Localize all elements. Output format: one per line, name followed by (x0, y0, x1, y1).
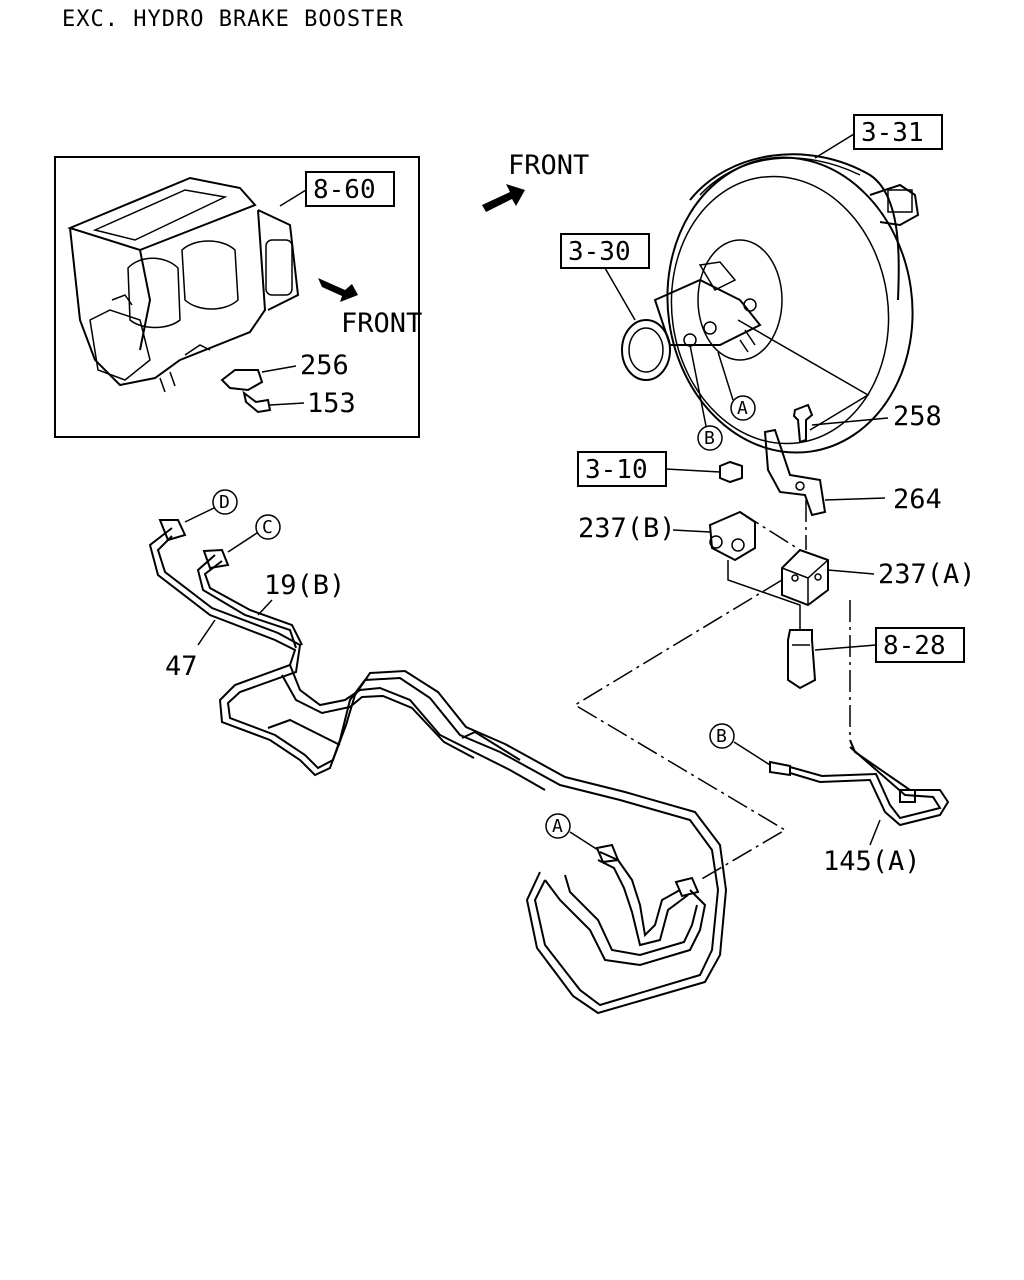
bracket-264-shape (763, 428, 827, 517)
part-145a-label: 145(A) (823, 846, 921, 877)
ref-box-8-28[interactable] (875, 627, 965, 663)
pipe-marker-a (545, 813, 571, 839)
pipe-marker-c-text: C (262, 517, 273, 538)
leader-pipe-c (227, 532, 258, 553)
ref-3-30-text: 3-30 (568, 237, 631, 267)
leader-8-28 (814, 644, 877, 651)
booster-marker-a-text: A (737, 398, 748, 419)
leader-pipe-a (569, 831, 599, 851)
block-port (814, 573, 822, 581)
booster-marker-b (697, 425, 723, 451)
pipe-marker-d-text: D (219, 492, 230, 513)
bolt-258-shape (792, 403, 814, 444)
ref-8-28-text: 8-28 (883, 631, 946, 661)
line-237b-switch (727, 560, 801, 630)
leader-booster-a (717, 351, 734, 401)
leader-258 (811, 417, 889, 426)
inset-frame (54, 156, 420, 438)
pipe-marker-a-text: A (552, 816, 563, 837)
leader-pipe-b (733, 741, 771, 766)
bracket-hole (795, 481, 805, 491)
leader-booster-b (689, 344, 707, 427)
ref-8-60-text: 8-60 (313, 175, 376, 205)
pipe-run-47-19b (148, 519, 728, 1015)
leader-8-60 (279, 189, 307, 207)
leader-256 (261, 365, 297, 373)
part-256-label: 256 (300, 350, 349, 381)
front-arrow-icon (482, 184, 525, 212)
switch-8-28-shape (787, 629, 817, 690)
leader-237b (672, 529, 711, 533)
pipe-marker-d (212, 489, 238, 515)
booster-marker-b-text: B (704, 428, 715, 449)
part-19b-label: 19(B) (264, 570, 345, 601)
brake-booster-drawing (621, 153, 920, 454)
part-237b-label: 237(B) (578, 513, 676, 544)
ref-box-3-30[interactable] (560, 233, 650, 269)
leader-264 (824, 497, 886, 501)
front-arrow-icon-inset (318, 278, 358, 302)
ref-3-31-text: 3-31 (861, 118, 924, 148)
diagram-title: EXC. HYDRO BRAKE BOOSTER (62, 7, 404, 32)
leader-3-10 (665, 468, 721, 473)
leader-3-30 (604, 267, 636, 321)
hvac-unit-drawing (67, 176, 300, 393)
dash-237b-block (739, 511, 801, 551)
leader-19b (257, 599, 273, 616)
ref-3-10-text: 3-10 (585, 455, 648, 485)
ref-box-3-31[interactable] (853, 114, 943, 150)
leader-237a (827, 569, 875, 575)
bolt-153-shape (242, 390, 272, 414)
booster-bracket-link (737, 319, 870, 431)
block-port (791, 574, 799, 582)
leader-145a (869, 819, 881, 846)
leader-153 (269, 402, 305, 406)
fitting-237b-port (709, 535, 723, 549)
pipe-marker-b-text: B (716, 726, 727, 747)
fitting-237b-port (731, 538, 745, 552)
pipe-marker-b (709, 723, 735, 749)
dash-block-to-pipe-a (573, 579, 787, 881)
part-237a-label: 237(A) (878, 559, 976, 590)
inset-front-label: FRONT (341, 308, 422, 339)
pipe-marker-c (255, 514, 281, 540)
top-front-label: FRONT (508, 150, 589, 181)
part-258-label: 258 (893, 401, 942, 432)
booster-marker-a (730, 395, 756, 421)
part-264-label: 264 (893, 484, 942, 515)
nut-3-10-shape (719, 460, 743, 484)
part-153-label: 153 (307, 388, 356, 419)
leader-pipe-d (184, 507, 215, 523)
leader-47 (197, 619, 216, 646)
part-47-label: 47 (165, 651, 198, 682)
leader-3-31 (814, 133, 855, 159)
pipe-145a (769, 739, 950, 827)
ref-box-8-60[interactable] (305, 171, 395, 207)
clip-256-shape (220, 369, 264, 392)
